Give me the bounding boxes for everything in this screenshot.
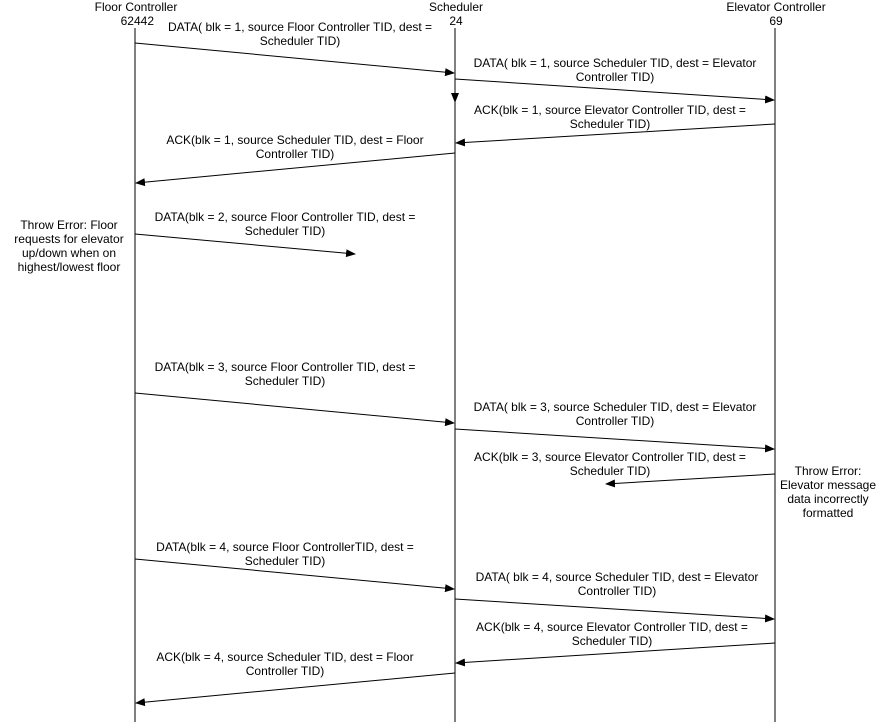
participant-tid: 62442 [120,14,154,28]
participant-name: Floor Controller [94,0,178,14]
message-arrow-8 [605,473,776,488]
message-label-4: ACK(blk = 1, source Scheduler TID, dest … [166,133,424,161]
message-arrow-4 [135,152,456,187]
message-arrow-6 [134,392,455,427]
message-arrow-1 [134,42,455,77]
message-arrow-2 [454,78,775,104]
participant-elevator-controller: Elevator Controller 69 [720,0,832,28]
message-label-2: DATA( blk = 1, source Scheduler TID, des… [473,56,757,84]
message-label-10: DATA( blk = 4, source Scheduler TID, des… [475,570,759,598]
message-arrow-3 [455,123,776,147]
participant-tid: 69 [769,14,783,28]
participant-tid: 24 [449,14,463,28]
error-note-floor: Throw Error: Floor requests for elevator… [14,218,124,274]
message-arrow-10 [454,598,775,623]
message-label-5: DATA(blk = 2, source Floor Controller TI… [154,210,416,238]
message-arrow-11 [455,642,776,667]
message-label-8: ACK(blk = 3, source Elevator Controller … [474,450,746,478]
participant-name: Elevator Controller [726,0,826,14]
message-label-3: ACK(blk = 1, source Elevator Controller … [474,103,746,131]
message-arrow-7 [454,428,775,453]
message-label-9: DATA(blk = 4, source Floor ControllerTID… [156,540,414,568]
message-label-7: DATA( blk = 3, source Scheduler TID, des… [473,400,757,428]
message-label-12: ACK(blk = 4, source Scheduler TID, dest … [156,650,414,678]
message-label-1: DATA( blk = 1, source Floor Controller T… [167,20,433,48]
message-label-6: DATA(blk = 3, source Floor Controller TI… [154,360,416,388]
message-arrow-12 [135,672,456,707]
message-arrow-9 [134,558,455,593]
participant-name: Scheduler [428,0,484,14]
message-arrow-5 [134,233,356,258]
participant-floor-controller: Floor Controller 62442 [80,0,192,28]
participant-scheduler: Scheduler 24 [416,0,496,28]
error-note-elevator: Throw Error: Elevator message data incor… [779,464,877,520]
message-label-11: ACK(blk = 4, source Elevator Controller … [476,620,748,648]
